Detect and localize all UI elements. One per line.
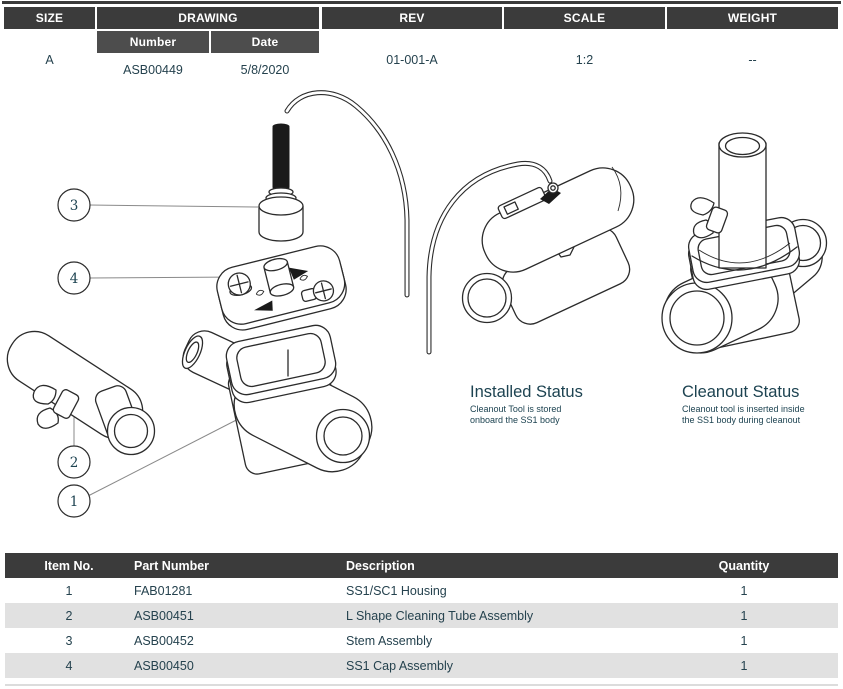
value-scale: 1:2 — [575, 53, 594, 67]
bom-item: 3 — [65, 633, 73, 648]
value-weight: -- — [748, 53, 757, 67]
leader-3 — [88, 204, 259, 208]
leader-1 — [87, 411, 253, 497]
bom-part: ASB00452 — [134, 633, 194, 648]
cap-assembly — [216, 245, 347, 331]
header-number: Number — [97, 31, 209, 53]
callout-2: 2 — [57, 445, 91, 479]
header-rev: REV — [322, 7, 502, 29]
wing-clip-icon — [32, 384, 80, 429]
value-number: ASB00449 — [123, 63, 183, 77]
cleanout-pipe — [718, 132, 767, 269]
installed-status-title: Installed Status — [470, 383, 583, 401]
installed-status-view — [426, 160, 635, 355]
bom-bottom-rule — [5, 684, 838, 686]
arrow-icon — [254, 300, 273, 311]
thumb-screw-icon — [227, 272, 253, 297]
bom-header-part: Part Number — [134, 558, 210, 573]
header-size: SIZE — [4, 7, 95, 29]
bom-item: 4 — [65, 658, 73, 673]
rim-front-inner-edge — [698, 242, 791, 264]
cleanout-status-view — [661, 132, 828, 354]
table-row: 4 ASB00450 SS1 Cap Assembly 1 — [5, 653, 838, 678]
bom-desc: SS1/SC1 Housing — [346, 583, 447, 598]
bom-header-item: Item No. — [44, 558, 94, 573]
bom-item: 2 — [65, 608, 73, 623]
bom-qty: 1 — [740, 633, 748, 648]
callout-3: 3 — [57, 188, 91, 222]
bom-table: Item No. Part Number Description Quantit… — [5, 553, 838, 678]
bom-item: 1 — [65, 583, 73, 598]
stored-tube — [426, 160, 553, 355]
bom-qty: 1 — [740, 658, 748, 673]
mold-mark — [299, 274, 309, 281]
cleanout-caption-line2: the SS1 body during cleanout — [682, 414, 801, 425]
bom-header-qty: Quantity — [718, 558, 770, 573]
bom-qty: 1 — [740, 583, 748, 598]
housing — [181, 324, 373, 475]
header-drawing: DRAWING — [97, 7, 319, 29]
mold-mark — [255, 289, 265, 296]
bom-qty: 1 — [740, 608, 748, 623]
table-row: 2 ASB00451 L Shape Cleaning Tube Assembl… — [5, 603, 838, 628]
tube-clip-assembly — [6, 330, 156, 456]
header-date: Date — [211, 31, 319, 53]
stem-assembly — [258, 123, 304, 242]
bom-part: ASB00450 — [134, 658, 194, 673]
stored-cap-edge — [497, 186, 547, 220]
value-date: 5/8/2020 — [240, 63, 290, 77]
value-size: A — [45, 53, 54, 67]
exploded-view: 3 4 2 1 — [6, 90, 410, 518]
bom-desc: SS1 Cap Assembly — [346, 658, 453, 673]
bom-desc: L Shape Cleaning Tube Assembly — [346, 608, 534, 623]
table-row: 1 FAB01281 SS1/SC1 Housing 1 — [5, 578, 838, 603]
bom-header-desc: Description — [346, 558, 415, 573]
leader-4 — [88, 276, 241, 279]
installed-caption-line1: Cleanout Tool is stored — [470, 404, 562, 414]
cleanout-caption-line1: Cleanout tool is inserted inside — [682, 404, 805, 414]
bom-part: FAB01281 — [134, 583, 193, 598]
callout-4-number: 4 — [70, 271, 79, 287]
table-row: 3 ASB00452 Stem Assembly 1 — [5, 628, 838, 653]
thumb-screw-icon — [300, 280, 335, 303]
arrow-icon — [288, 267, 309, 280]
callout-3-number: 3 — [70, 198, 79, 214]
cleanout-status-caption: Cleanout tool is inserted inside the SS1… — [682, 404, 805, 425]
installed-caption-line2: onboard the SS1 body — [470, 414, 560, 425]
callout-2-number: 2 — [70, 455, 79, 471]
barrel-end-line — [611, 166, 622, 212]
value-rev: 01-001-A — [386, 53, 438, 67]
callout-4: 4 — [57, 261, 91, 295]
top-rule — [2, 1, 841, 4]
callout-1: 1 — [57, 484, 91, 518]
bom-desc: Stem Assembly — [346, 633, 433, 648]
callout-1-number: 1 — [70, 494, 79, 510]
header-weight: WEIGHT — [667, 7, 838, 29]
wing-clip-icon — [690, 197, 729, 239]
cleanout-status-title: Cleanout Status — [682, 383, 800, 401]
header-scale: SCALE — [504, 7, 665, 29]
cleaning-tube — [284, 90, 410, 298]
installed-status-caption: Cleanout Tool is stored onboard the SS1 … — [470, 404, 561, 425]
bom-part: ASB00451 — [134, 608, 194, 623]
rim-front-edge — [691, 246, 798, 271]
bom-header-row: Item No. Part Number Description Quantit… — [5, 553, 838, 578]
